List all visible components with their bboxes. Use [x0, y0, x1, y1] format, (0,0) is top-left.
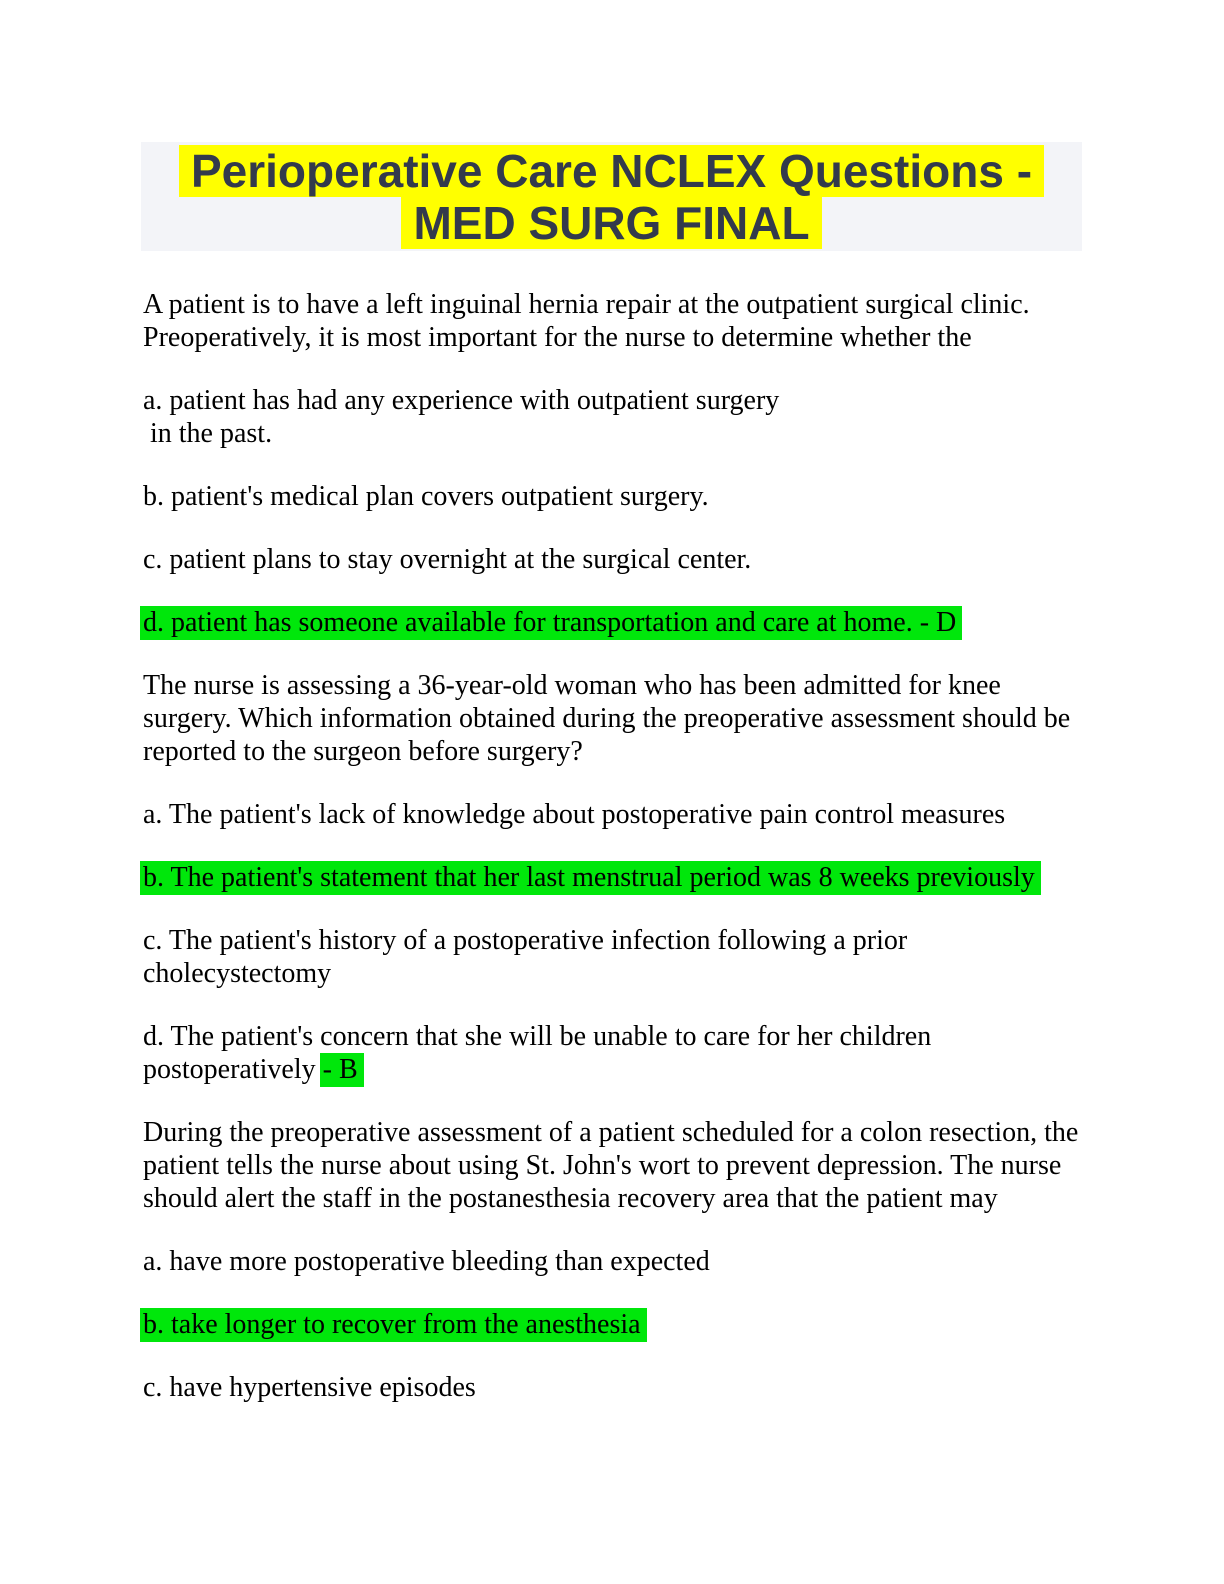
text-line: c. have hypertensive episodes: [143, 1371, 1083, 1404]
title-line: Perioperative Care NCLEX Questions -: [141, 145, 1082, 197]
text-line: b. patient's medical plan covers outpati…: [143, 480, 1083, 513]
text-line: cholecystectomy: [143, 957, 1083, 990]
text-segment: should alert the staff in the postanesth…: [143, 1183, 998, 1214]
question-2-option-b-answer: b. The patient's statement that her last…: [140, 861, 1083, 895]
text-line: surgery. Which information obtained duri…: [143, 702, 1083, 735]
question-1-option-b: b. patient's medical plan covers outpati…: [143, 480, 1083, 513]
text-segment: in the past.: [143, 418, 273, 449]
text-line: c. The patient's history of a postoperat…: [143, 924, 1083, 957]
text-segment: c. patient plans to stay overnight at th…: [143, 544, 752, 575]
answer-highlight: b. take longer to recover from the anest…: [140, 1308, 647, 1342]
text-segment: postoperatively: [143, 1054, 323, 1085]
text-line: patient tells the nurse about using St. …: [143, 1149, 1083, 1182]
question-1-option-c: c. patient plans to stay overnight at th…: [143, 543, 1083, 576]
question-3-option-b-answer: b. take longer to recover from the anest…: [140, 1308, 1083, 1342]
text-line: in the past.: [143, 417, 1083, 450]
text-segment: a. The patient's lack of knowledge about…: [143, 799, 1006, 830]
text-segment: During the preoperative assessment of a …: [143, 1117, 1079, 1148]
text-segment: a. patient has had any experience with o…: [143, 385, 780, 416]
question-2-stem: The nurse is assessing a 36-year-old wom…: [143, 669, 1083, 768]
text-line: postoperatively - B: [143, 1053, 1083, 1087]
title-highlight-line-2: MED SURG FINAL: [401, 197, 822, 249]
text-segment: d. The patient's concern that she will b…: [143, 1021, 932, 1052]
text-segment: Preoperatively, it is most important for…: [143, 322, 972, 353]
title-line: MED SURG FINAL: [141, 197, 1082, 249]
text-segment: A patient is to have a left inguinal her…: [143, 289, 1030, 320]
question-1-option-d-answer: d. patient has someone available for tra…: [140, 606, 1083, 640]
text-line: c. patient plans to stay overnight at th…: [143, 543, 1083, 576]
text-line: reported to the surgeon before surgery?: [143, 735, 1083, 768]
question-2-option-d: d. The patient's concern that she will b…: [143, 1020, 1083, 1087]
text-segment: The nurse is assessing a 36-year-old wom…: [143, 670, 1001, 701]
question-2-option-c: c. The patient's history of a postoperat…: [143, 924, 1083, 990]
text-line: should alert the staff in the postanesth…: [143, 1182, 1083, 1215]
text-segment: reported to the surgeon before surgery?: [143, 736, 583, 767]
text-line: b. The patient's statement that her last…: [140, 861, 1083, 895]
question-3-option-a: a. have more postoperative bleeding than…: [143, 1245, 1083, 1278]
answer-highlight: b. The patient's statement that her last…: [140, 861, 1041, 895]
text-line: d. patient has someone available for tra…: [140, 606, 1083, 640]
text-segment: surgery. Which information obtained duri…: [143, 703, 1071, 734]
text-line: A patient is to have a left inguinal her…: [143, 288, 1083, 321]
question-3-option-c: c. have hypertensive episodes: [143, 1371, 1083, 1404]
title-highlight-line-1: Perioperative Care NCLEX Questions -: [178, 145, 1045, 197]
text-segment: cholecystectomy: [143, 958, 332, 989]
text-line: a. The patient's lack of knowledge about…: [143, 798, 1083, 831]
text-segment: b. patient's medical plan covers outpati…: [143, 481, 709, 512]
title-banner: Perioperative Care NCLEX Questions - MED…: [141, 142, 1082, 251]
text-segment: patient tells the nurse about using St. …: [143, 1150, 1062, 1181]
answer-highlight: - B: [319, 1053, 364, 1087]
question-2-option-a: a. The patient's lack of knowledge about…: [143, 798, 1083, 831]
text-line: d. The patient's concern that she will b…: [143, 1020, 1083, 1053]
text-segment: a. have more postoperative bleeding than…: [143, 1246, 710, 1277]
text-segment: c. have hypertensive episodes: [143, 1372, 476, 1403]
question-1-stem: A patient is to have a left inguinal her…: [143, 288, 1083, 354]
text-line: a. patient has had any experience with o…: [143, 384, 1083, 417]
text-line: During the preoperative assessment of a …: [143, 1116, 1083, 1149]
text-segment: c. The patient's history of a postoperat…: [143, 925, 908, 956]
text-line: b. take longer to recover from the anest…: [140, 1308, 1083, 1342]
text-line: Preoperatively, it is most important for…: [143, 321, 1083, 354]
answer-highlight: d. patient has someone available for tra…: [140, 606, 963, 640]
text-line: a. have more postoperative bleeding than…: [143, 1245, 1083, 1278]
question-3-stem: During the preoperative assessment of a …: [143, 1116, 1083, 1215]
document-body: A patient is to have a left inguinal her…: [140, 251, 1083, 1434]
text-line: The nurse is assessing a 36-year-old wom…: [143, 669, 1083, 702]
page-title: Perioperative Care NCLEX Questions - MED…: [141, 142, 1082, 249]
question-1-option-a: a. patient has had any experience with o…: [143, 384, 1083, 450]
